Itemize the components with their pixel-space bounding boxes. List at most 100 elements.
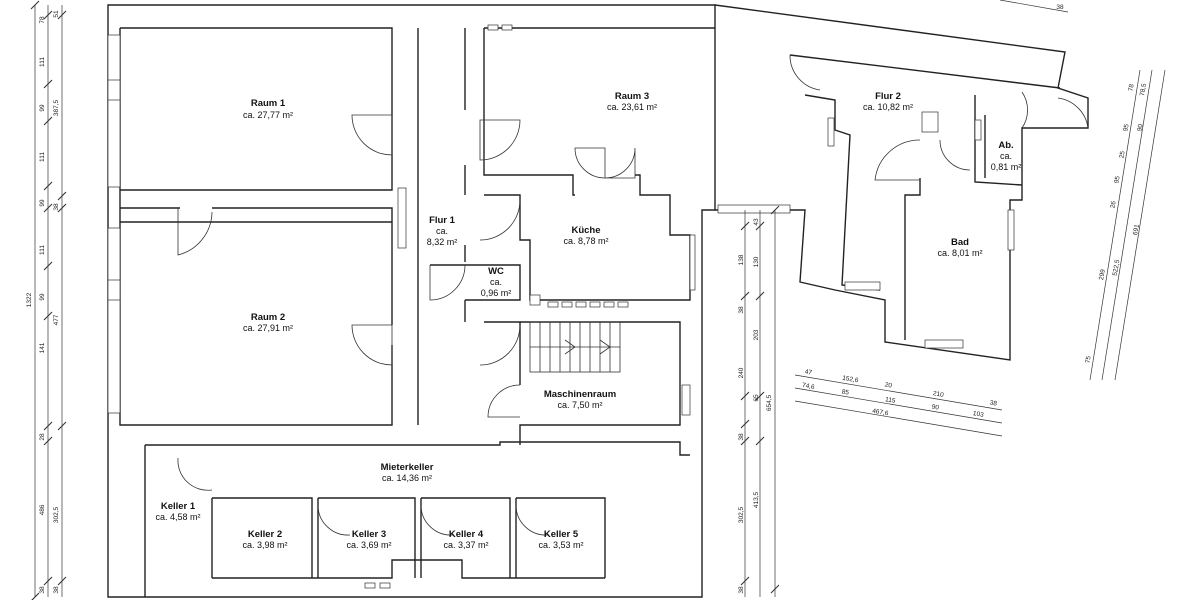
- room-area: ca. 10,82 m²: [863, 102, 913, 112]
- room-name: Keller 1: [161, 501, 196, 512]
- dim-oblique-1-2: 152,6: [842, 375, 860, 385]
- room-area: 0,81 m²: [991, 162, 1022, 172]
- room-raum-3: Raum 3 ca. 23,61 m²: [607, 91, 657, 112]
- walls: [107, 4, 1089, 598]
- dim-center-a-4: 240: [738, 367, 745, 378]
- dim-left-mid-1: 51: [53, 10, 60, 18]
- dim-left-inner-10: 486: [39, 504, 46, 515]
- room-mieterkeller: Mieterkeller ca. 14,36 m²: [381, 462, 434, 483]
- door-swings: [177, 54, 1089, 536]
- dimension-labels-oblique: 47 152,6 20 210 38 74,6 85 115 90 103 46…: [801, 368, 997, 419]
- room-name: Keller 5: [544, 529, 579, 540]
- dim-left-inner-3: 99: [39, 104, 46, 112]
- room-keller-4: Keller 4 ca. 3,37 m²: [443, 529, 488, 550]
- room-keller-5: Keller 5 ca. 3,53 m²: [538, 529, 583, 550]
- dim-oblique-2-2: 85: [841, 388, 850, 396]
- room-name: Mieterkeller: [381, 462, 434, 473]
- room-flur-1: Flur 1 ca. 8,32 m²: [427, 215, 458, 247]
- room-keller-2: Keller 2 ca. 3,98 m²: [242, 529, 287, 550]
- dimension-labels-right: 38 78 95 25 95 299 75 78,5 26 522,5 90 6…: [1056, 4, 1148, 364]
- dim-center-b-1: 138: [738, 254, 745, 265]
- room-area-prefix: ca.: [1000, 151, 1012, 161]
- dim-left-mid-6: 38: [53, 586, 60, 594]
- room-area-prefix: ca.: [490, 277, 502, 287]
- dim-left-inner-11: 38: [39, 586, 46, 594]
- dim-oblique-2-5: 103: [972, 410, 984, 419]
- dim-oblique-1-3: 20: [884, 381, 893, 389]
- dim-center-a-7: 302,5: [738, 506, 745, 523]
- room-keller-3: Keller 3 ca. 3,69 m²: [346, 529, 391, 550]
- dim-oblique-1-1: 47: [804, 368, 813, 376]
- room-keller-1: Keller 1 ca. 4,58 m²: [155, 501, 200, 522]
- room-area: 8,32 m²: [427, 237, 458, 247]
- dim-right-a-4: 95: [1113, 175, 1121, 184]
- room-wc: WC ca. 0,96 m²: [481, 266, 512, 298]
- dimension-labels-left: 1322 78 111 99 111 99 111 99 141 28 486 …: [26, 10, 60, 594]
- room-name: Ab.: [998, 140, 1013, 151]
- dim-right-b-3: 522,5: [1112, 259, 1122, 277]
- dim-center-a-1: 43: [753, 218, 760, 226]
- dim-top-right: 38: [1056, 4, 1064, 11]
- dim-center-a-6: 38: [738, 433, 745, 441]
- dim-oblique-2-3: 115: [885, 396, 897, 405]
- dim-left-mid-4: 477: [53, 314, 60, 325]
- dim-left-total: 1322: [26, 292, 33, 307]
- dim-left-inner-4: 111: [39, 152, 46, 162]
- room-area: ca. 27,77 m²: [243, 110, 293, 120]
- dim-oblique-1-5: 38: [989, 399, 998, 407]
- room-area: ca. 14,36 m²: [382, 473, 432, 483]
- room-area: ca. 7,50 m²: [557, 400, 602, 410]
- dim-left-mid-2: 387,5: [53, 99, 60, 116]
- dim-left-inner-1: 78: [39, 16, 46, 24]
- room-raum-2: Raum 2 ca. 27,91 m²: [243, 312, 293, 333]
- room-name: Raum 1: [251, 98, 286, 109]
- dim-left-mid-3: 38: [53, 203, 60, 211]
- dim-center-a-3: 203: [753, 329, 760, 340]
- room-area: 0,96 m²: [481, 288, 512, 298]
- dim-right-a-2: 95: [1122, 123, 1130, 132]
- room-area: ca. 4,58 m²: [155, 512, 200, 522]
- room-bad: Bad ca. 8,01 m²: [937, 237, 982, 258]
- dim-left-inner-7: 99: [39, 293, 46, 301]
- room-name: Raum 2: [251, 312, 285, 323]
- dim-right-c-2: 691: [1132, 223, 1141, 235]
- room-area: ca. 3,53 m²: [538, 540, 583, 550]
- room-name: Küche: [571, 225, 600, 236]
- dim-center-a-5: 65: [753, 394, 760, 402]
- room-name: Keller 2: [248, 529, 282, 540]
- dim-right-a-5: 299: [1098, 268, 1107, 280]
- room-name: Keller 3: [352, 529, 386, 540]
- dim-right-c-1: 90: [1136, 123, 1144, 132]
- room-name: Flur 2: [875, 91, 901, 102]
- room-name: Raum 3: [615, 91, 649, 102]
- dim-right-a-6: 75: [1084, 355, 1092, 364]
- dim-right-a-1: 78: [1127, 83, 1135, 92]
- dim-left-mid-5: 302,5: [53, 506, 60, 523]
- dim-left-inner-8: 141: [39, 342, 46, 353]
- room-area: ca. 3,69 m²: [346, 540, 391, 550]
- room-name: Maschinenraum: [544, 389, 616, 400]
- room-area: ca. 3,37 m²: [443, 540, 488, 550]
- dim-right-a-3: 25: [1118, 150, 1126, 159]
- room-name: Flur 1: [429, 215, 456, 226]
- dim-oblique-1-4: 210: [932, 390, 944, 399]
- dim-right-b-2: 26: [1109, 200, 1117, 209]
- dim-oblique-3-total: 467,6: [872, 408, 890, 418]
- room-name: Bad: [951, 237, 969, 248]
- room-area-prefix: ca.: [436, 226, 448, 236]
- room-name: WC: [488, 266, 504, 277]
- room-area: ca. 8,01 m²: [937, 248, 982, 258]
- dim-left-inner-6: 111: [39, 245, 46, 255]
- room-name: Keller 4: [449, 529, 484, 540]
- room-maschinenraum: Maschinenraum ca. 7,50 m²: [544, 389, 616, 410]
- dim-center-c-total: 654,5: [766, 394, 773, 411]
- windows-fixtures: [107, 24, 1015, 589]
- dim-center-a-8: 38: [738, 586, 745, 594]
- room-raum-1: Raum 1 ca. 27,77 m²: [243, 98, 293, 120]
- room-area: ca. 8,78 m²: [563, 236, 608, 246]
- room-area: ca. 27,91 m²: [243, 323, 293, 333]
- dim-left-inner-2: 111: [39, 57, 46, 67]
- dim-center-b-3: 413,5: [753, 491, 760, 508]
- dim-oblique-2-4: 90: [931, 403, 940, 411]
